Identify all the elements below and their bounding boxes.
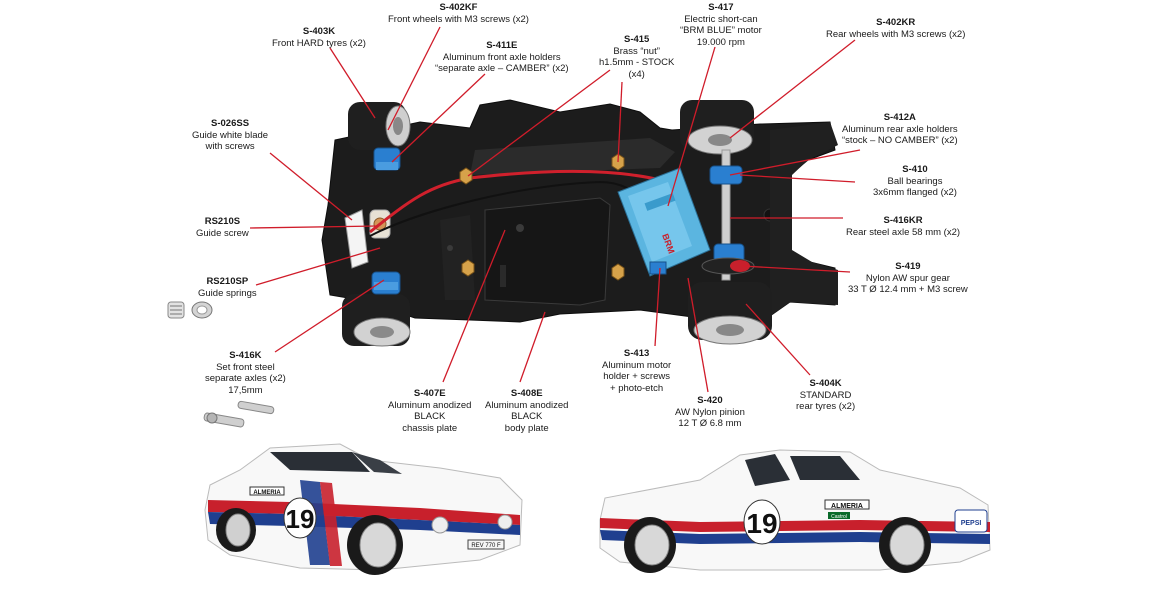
callout-s-402kr: S-402KR Rear wheels with M3 screws (x2) xyxy=(826,17,965,40)
rear-wing-plate xyxy=(770,122,838,316)
race-number-left: 19 xyxy=(286,504,315,534)
callout-s-415: S-415 Brass “nut” h1.5mm - STOCK (x4) xyxy=(599,34,674,80)
part-description: AW Nylon pinion 12 T Ø 6.8 mm xyxy=(675,406,745,430)
callout-s-407e: S-407E Aluminum anodized BLACK chassis p… xyxy=(388,388,471,434)
callout-s-417: S-417 Electric short-can “BRM BLUE” moto… xyxy=(680,2,762,48)
sponsor-pepsi: PEPSI xyxy=(961,520,982,527)
part-code: S-412A xyxy=(883,112,916,123)
sponsor-castrol: Castrol xyxy=(831,514,847,520)
part-code: S-410 xyxy=(902,164,928,175)
part-description: Aluminum anodized BLACK body plate xyxy=(485,399,569,434)
front-axle-holders xyxy=(371,147,401,295)
part-description: Brass “nut” h1.5mm - STOCK (x4) xyxy=(599,45,675,80)
part-description: Aluminum anodized BLACK chassis plate xyxy=(388,399,472,434)
callout-s-404k: S-404K STANDARD rear tyres (x2) xyxy=(796,378,855,413)
callout-s-408e: S-408E Aluminum anodized BLACK body plat… xyxy=(485,388,568,434)
part-code: S-419 xyxy=(895,261,921,272)
callout-rs210sp: RS210SP Guide springs xyxy=(198,276,257,299)
rear-wheel-bottom xyxy=(688,282,772,345)
callout-s-402kf: S-402KF Front wheels with M3 screws (x2) xyxy=(388,2,529,25)
part-code: S-420 xyxy=(697,395,723,406)
spur-gear xyxy=(701,257,755,275)
part-description: Aluminum motor holder + screws + photo-e… xyxy=(602,359,672,394)
brass-nuts xyxy=(459,153,625,281)
part-code: S-413 xyxy=(623,348,650,359)
callout-s-411e: S-411E Aluminum front axle holders “sepa… xyxy=(435,40,569,75)
callout-s-420: S-420 AW Nylon pinion 12 T Ø 6.8 mm xyxy=(675,395,745,430)
part-code: S-402KR xyxy=(876,17,916,28)
car-side-view: 19 ALMERIA Castrol PEPSI xyxy=(599,449,991,573)
sponsor-almeria-right: ALMERIA xyxy=(831,503,863,510)
callout-s-026ss: S-026SS Guide white blade with screws xyxy=(192,118,268,153)
part-description: Guide white blade with screws xyxy=(192,129,269,153)
motor: BRM xyxy=(617,167,711,277)
part-description: Guide springs xyxy=(198,287,257,299)
callout-s-416k: S-416K Set front steel separate axles (x… xyxy=(205,350,286,396)
part-description: Rear wheels with M3 screws (x2) xyxy=(826,28,966,40)
part-code: S-415 xyxy=(623,34,650,45)
guide-springs xyxy=(167,301,213,319)
part-description: Guide screw xyxy=(196,227,249,239)
part-code: S-417 xyxy=(708,2,734,13)
part-description: Rear steel axle 58 mm (x2) xyxy=(846,226,961,238)
part-description: Aluminum rear axle holders “stock – NO C… xyxy=(842,123,958,147)
part-description: Ball bearings 3x6mm flanged (x2) xyxy=(873,175,957,199)
car-front-view: 19 ALMERIA REV 770 F xyxy=(204,443,523,575)
part-description: Front wheels with M3 screws (x2) xyxy=(388,13,529,25)
front-axles-loose xyxy=(203,400,275,428)
sponsor-almeria-left: ALMERIA xyxy=(253,490,281,496)
part-description: Electric short-can “BRM BLUE” motor 19.0… xyxy=(680,13,762,48)
part-code: S-411E xyxy=(486,40,518,51)
part-code: S-416K xyxy=(229,350,262,361)
part-code: RS210SP xyxy=(206,276,249,287)
motor-wire-red xyxy=(369,170,661,234)
callout-s-416kr: S-416KR Rear steel axle 58 mm (x2) xyxy=(846,215,960,238)
part-code: S-026SS xyxy=(211,118,250,129)
part-description: Nylon AW spur gear 33 T Ø 12.4 mm + M3 s… xyxy=(848,272,968,296)
rear-axle-holders xyxy=(709,165,745,263)
callout-s-410: S-410 Ball bearings 3x6mm flanged (x2) xyxy=(873,164,957,199)
part-code: S-416KR xyxy=(883,215,923,226)
front-wheel-top xyxy=(348,102,411,150)
callout-s-419: S-419 Nylon AW spur gear 33 T Ø 12.4 mm … xyxy=(848,261,968,296)
part-code: RS210S xyxy=(204,216,241,227)
part-description: Set front steel separate axles (x2) 17,5… xyxy=(205,361,286,396)
part-description: Aluminum front axle holders “separate ax… xyxy=(435,51,569,75)
rear-axle xyxy=(721,149,731,281)
part-description: Front HARD tyres (x2) xyxy=(272,37,366,49)
license-plate: REV 770 F xyxy=(471,543,501,549)
part-code: S-407E xyxy=(413,388,446,399)
part-code: S-404K xyxy=(809,378,842,389)
part-code: S-403K xyxy=(302,26,336,37)
part-code: S-402KF xyxy=(439,2,478,13)
part-code: S-408E xyxy=(510,388,543,399)
callout-s-412a: S-412A Aluminum rear axle holders “stock… xyxy=(842,112,958,147)
callout-rs210s: RS210S Guide screw xyxy=(196,216,249,239)
part-description: STANDARD rear tyres (x2) xyxy=(796,389,856,413)
front-wheel-bottom xyxy=(342,294,411,347)
race-number-right: 19 xyxy=(746,508,777,539)
callout-s-403k: S-403K Front HARD tyres (x2) xyxy=(272,26,366,49)
leader-lines xyxy=(249,26,861,393)
callout-s-413: S-413 Aluminum motor holder + screws + p… xyxy=(602,348,671,394)
